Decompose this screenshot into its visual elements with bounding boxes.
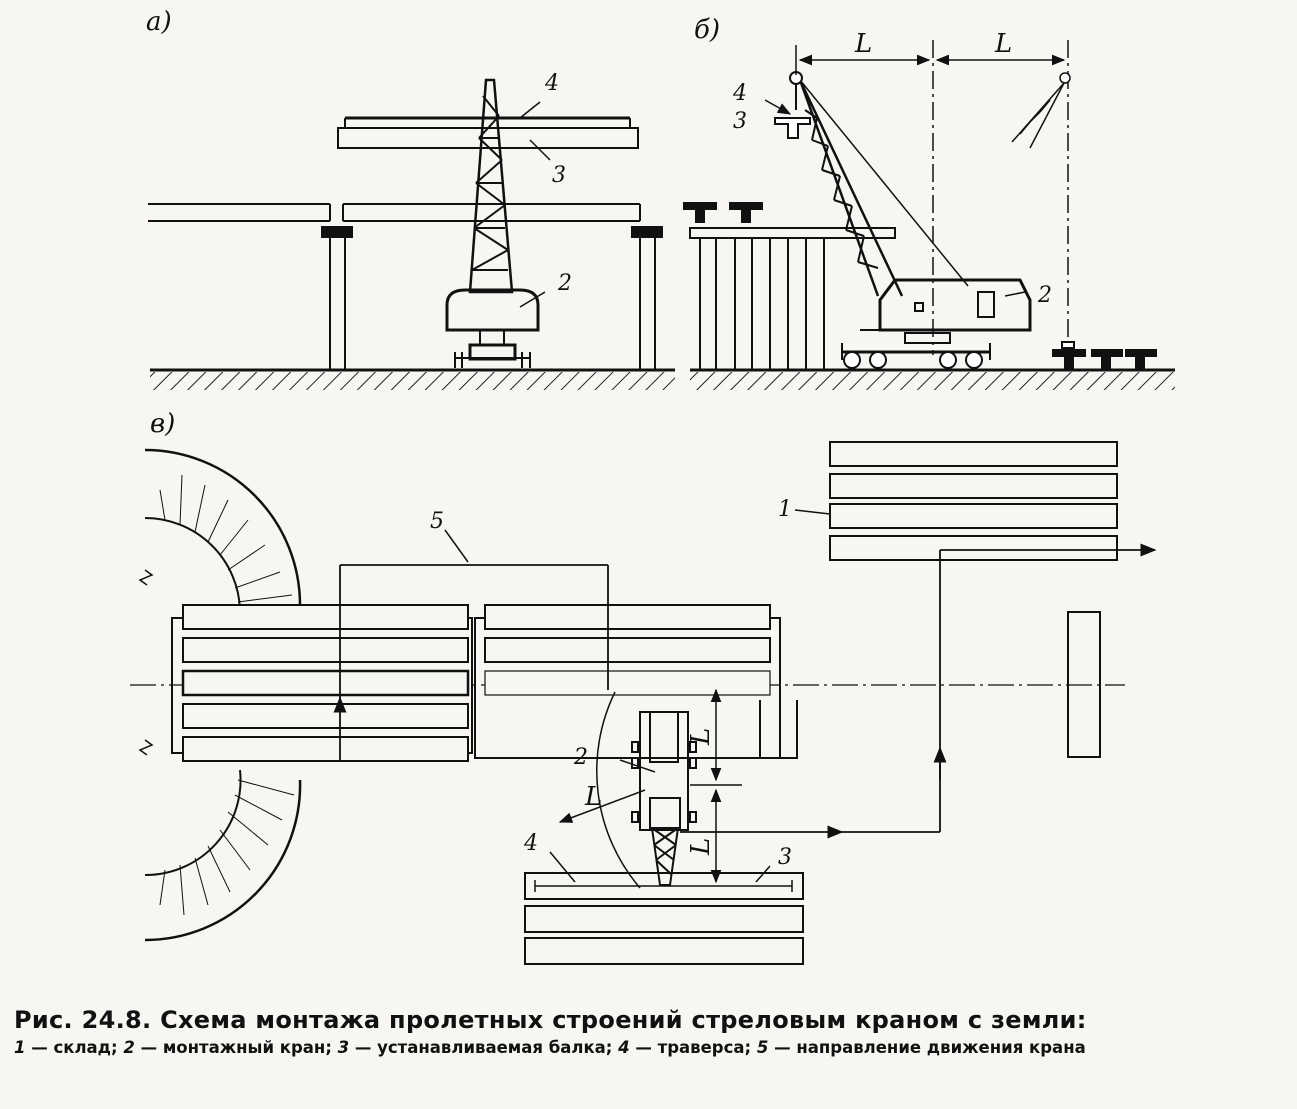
ground-hatch (150, 372, 675, 390)
dimension-L-upper: L (686, 728, 716, 746)
callout-4: 4 (523, 831, 538, 856)
callout-4: 4 (732, 81, 747, 106)
crane-boom (468, 78, 514, 294)
radius-label: L (584, 782, 602, 812)
swing-arc (596, 691, 641, 889)
installed-beam (337, 116, 639, 149)
legend-num-5: 5 (756, 1038, 769, 1057)
legend-text-4: — траверса; (629, 1038, 757, 1057)
pier (321, 226, 353, 370)
panel-b: б) (683, 15, 1175, 390)
callout-2: 2 (573, 745, 588, 770)
caption-legend: 1 — склад; 2 — монтажный кран; 3 — устан… (14, 1038, 1284, 1058)
embankment-hatching (159, 474, 295, 916)
swing-radius (558, 789, 646, 823)
pier (631, 226, 663, 370)
panel-a-label: а) (146, 7, 172, 37)
middle-span-group (474, 604, 798, 759)
legend-num-2: 2 (123, 1038, 135, 1057)
legend-text-3: — устанавливаемая балка; (349, 1038, 619, 1057)
installed-span (148, 203, 641, 222)
callout-1: 1 (778, 497, 792, 522)
assembly-scheme-figure: а) (130, 7, 1175, 965)
embankment-top (144, 448, 302, 611)
callout-5: 5 (430, 509, 444, 534)
legend-num-3: 3 (337, 1038, 350, 1057)
panel-b-label: б) (694, 15, 720, 45)
legend-num-1: 1 (14, 1038, 26, 1057)
crane-body (841, 278, 1032, 369)
caption-title: Рис. 24.8. Схема монтажа пролетных строе… (14, 1006, 1087, 1034)
panel-a: а) (146, 7, 675, 390)
dimension-L-right: L (994, 29, 1012, 59)
ground-hatch (690, 372, 1175, 390)
crane-cab (445, 288, 540, 368)
legend-text-1: — склад; (25, 1038, 124, 1057)
callout-3: 3 (778, 845, 792, 870)
crane-plan (631, 711, 697, 886)
dimension-lines (795, 40, 1069, 355)
callout-4: 4 (544, 71, 559, 96)
callout-2: 2 (557, 271, 572, 296)
legend-num-4: 4 (618, 1038, 630, 1057)
beam-stack-lower (524, 872, 804, 965)
crane-path (333, 543, 1157, 839)
crane-boom-side (789, 71, 969, 297)
callout-3: 3 (733, 109, 747, 134)
dimension-L-lower: L (686, 838, 716, 856)
stored-beams (1052, 341, 1157, 369)
panel-c: в) (130, 409, 1157, 965)
installed-span-group (171, 604, 473, 762)
legend-text-5: — направление движения крана (768, 1038, 1086, 1057)
crane-boom-rotated (1011, 72, 1071, 149)
figure-caption: Рис. 24.8. Схема монтажа пролетных строе… (14, 1006, 1284, 1058)
pile-support (689, 227, 896, 370)
legend-text-2: — монтажный кран; (134, 1038, 338, 1057)
warehouse-stack (829, 441, 1118, 561)
vertical-dimensions (690, 688, 742, 884)
suspended-beam (774, 117, 811, 139)
dimension-L-left: L (854, 29, 872, 59)
right-pier (1067, 611, 1101, 758)
embankment-bottom (144, 769, 302, 942)
panel-c-label: в) (150, 409, 175, 439)
beam-section (683, 202, 763, 223)
callout-2: 2 (1037, 283, 1052, 308)
callout-3: 3 (552, 163, 566, 188)
